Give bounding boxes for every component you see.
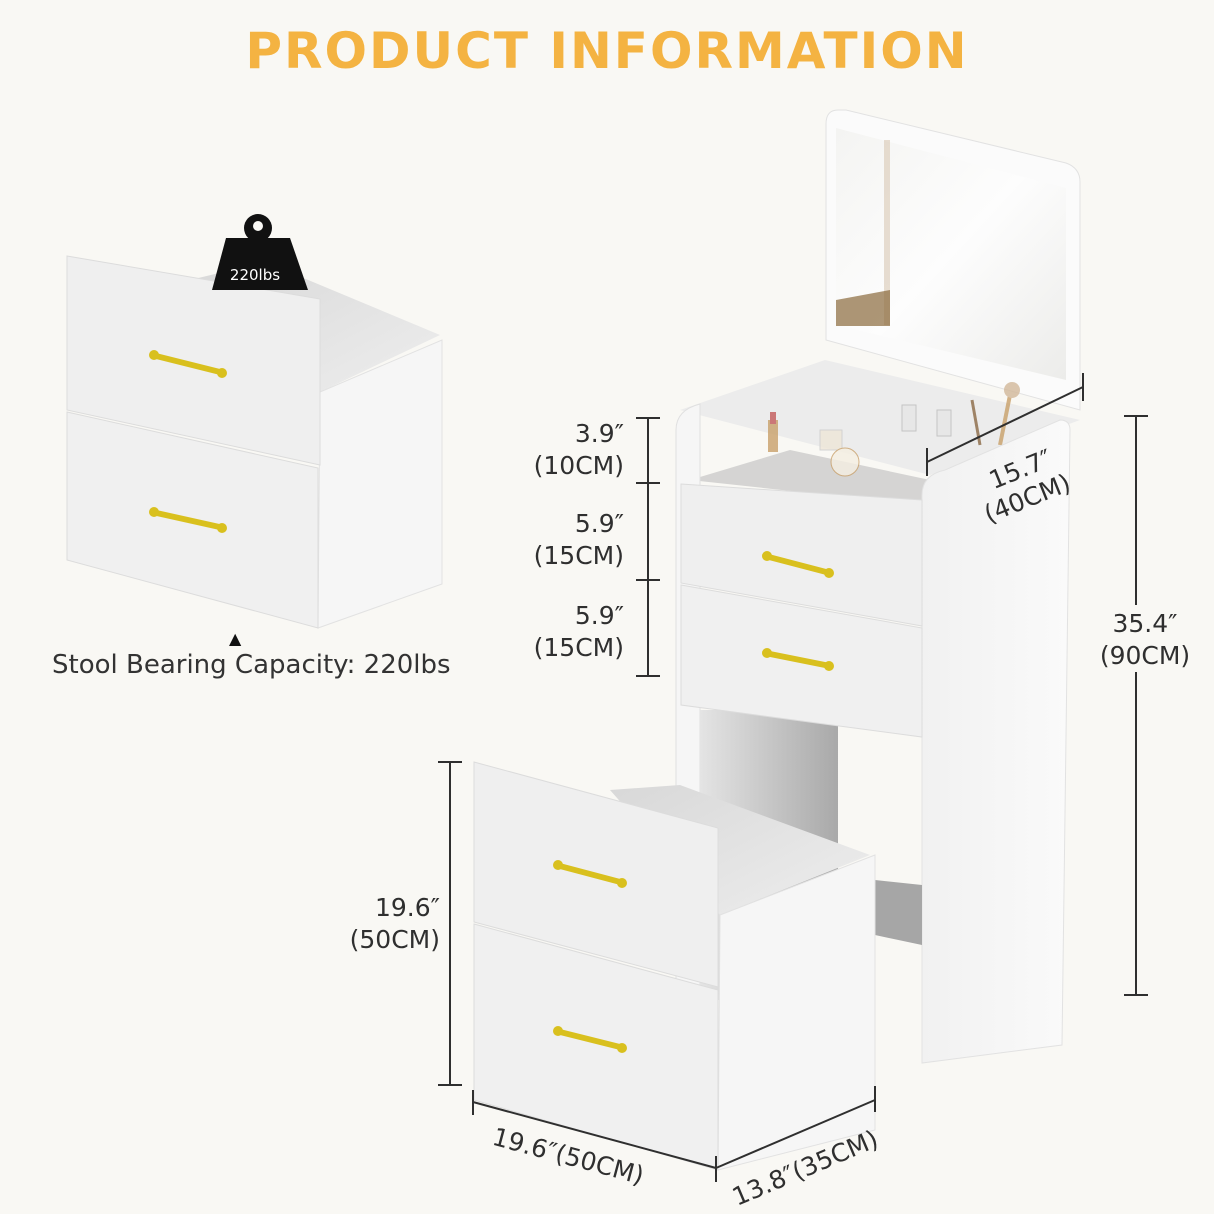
dimension-lines bbox=[438, 373, 1148, 1182]
dim-drawer-1: 5.9″ (15CM) bbox=[533, 509, 624, 570]
handle-icon bbox=[149, 350, 227, 533]
dim-vanity-height: 35.4″ (90CM) bbox=[1099, 609, 1191, 670]
stool bbox=[473, 761, 876, 1171]
dim-stool-height: 19.6″ (50CM) bbox=[349, 893, 440, 954]
stool-detail-view bbox=[66, 214, 443, 629]
page-title: PRODUCT INFORMATION bbox=[245, 22, 969, 80]
handle-icon bbox=[553, 860, 627, 1053]
caption-marker-icon: ▲ bbox=[229, 629, 242, 648]
handle-icon bbox=[762, 551, 834, 671]
weight-badge: 220lbs bbox=[229, 266, 281, 284]
cosmetics-icon bbox=[768, 382, 1020, 477]
weight-icon bbox=[212, 214, 308, 290]
dim-drawer-2: 5.9″ (15CM) bbox=[533, 601, 624, 662]
dim-top-section: 3.9″ (10CM) bbox=[533, 419, 624, 480]
vanity-table bbox=[675, 109, 1081, 1064]
stool-capacity-caption: Stool Bearing Capacity: 220lbs bbox=[52, 650, 451, 680]
